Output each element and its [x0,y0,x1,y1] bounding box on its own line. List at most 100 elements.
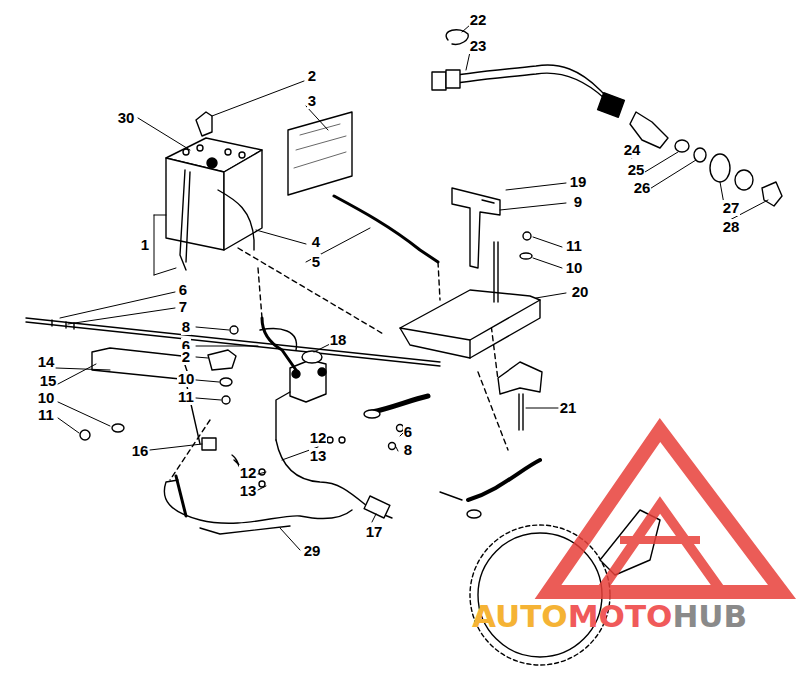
callout-number: 17 [365,524,384,540]
mounting-bracket [452,188,500,268]
switch-nut [735,170,753,190]
nut [259,469,265,475]
nut [259,481,265,487]
callout-number: 18 [329,332,348,348]
callout-number: 9 [573,194,583,210]
leader-line [314,344,330,352]
switch-knob [762,182,782,206]
battery-side [224,150,262,250]
battery-terminal [207,158,217,168]
callout-number: 11 [37,407,55,423]
watermark-stripe [620,536,700,544]
leader-line [56,368,110,370]
leader-line [196,346,258,347]
wire-lead [164,480,352,523]
callout-number: 10 [177,371,196,387]
harness-plug [432,72,446,90]
solenoid [290,360,326,402]
callout-number: 27 [722,200,741,216]
callout-number: 2 [181,349,191,365]
leader-line [58,364,96,384]
leader-line [150,444,202,450]
callout-number: 10 [565,260,584,276]
callout-number: 13 [239,483,258,499]
washer [520,253,532,259]
wire-harness [276,392,290,440]
nut [389,443,396,450]
pad-hatch [294,124,346,168]
leader-line [138,118,190,150]
callout-number: 29 [303,543,322,559]
terminal [318,368,326,376]
solenoid-top [302,351,322,363]
battery-cap [183,149,189,155]
watermark-logo [548,430,782,592]
callout-number: 4 [311,234,321,250]
battery-strap [186,172,190,262]
leader-line [372,514,376,522]
leader-line [58,402,110,426]
headlight-cable [468,460,540,500]
watermark-text: MOTO [568,599,673,633]
solenoid-lead [260,329,297,350]
callout-number: 26 [633,180,652,196]
ground-cable [372,396,428,412]
callout-number: 19 [569,174,588,190]
watermark-triangle [600,505,722,592]
battery-front [166,158,224,250]
harness-plug [446,70,460,88]
callout-number: 8 [403,442,413,458]
callout-number: 22 [469,12,488,28]
leader-line [396,447,398,451]
callout-number: 15 [39,373,58,389]
callout-number: 1 [140,237,150,253]
nut [80,430,90,440]
leader-line [258,472,266,474]
rod-washers [52,320,74,329]
nut [230,326,238,334]
retainer-ring [446,30,468,45]
callout-number: 3 [307,93,317,109]
connector [598,93,625,117]
leader-lines [56,25,768,550]
leader-line [212,81,304,116]
parts-drawing [26,25,782,665]
leader-line [648,160,696,190]
bracket-slot [482,200,494,203]
nut [327,437,333,443]
watermark-triangle [548,430,782,592]
battery-tray [470,300,540,358]
leader-line [533,258,562,268]
nut [523,232,531,240]
leader-line [536,293,566,298]
leader-line [258,486,266,490]
harness-wire [440,65,612,102]
leader-line [533,237,562,247]
battery-cable [218,190,254,250]
leader-line [280,528,300,550]
battery-cap [239,152,245,158]
wire-harness [276,440,392,518]
battery-tray [400,290,540,340]
callout-number: 6 [178,282,188,298]
battery-tray [400,328,470,358]
leader-line [58,418,79,433]
connector [364,496,390,518]
leader-line [196,380,219,382]
wire-lead [200,526,290,534]
leader-line [306,106,328,130]
support-bracket [498,362,542,394]
leader-line [500,203,566,210]
solenoid-lead [262,318,296,370]
leader-line [154,215,155,275]
battery-pad [288,112,352,195]
washer [220,378,232,386]
bolt [440,492,462,500]
callout-number: 24 [623,142,642,158]
callout-number: 7 [178,299,188,315]
leader-line [196,327,229,330]
leader-line [68,308,175,324]
nut [222,396,230,404]
leader-line [640,152,678,175]
callout-number: 12 [239,465,258,481]
